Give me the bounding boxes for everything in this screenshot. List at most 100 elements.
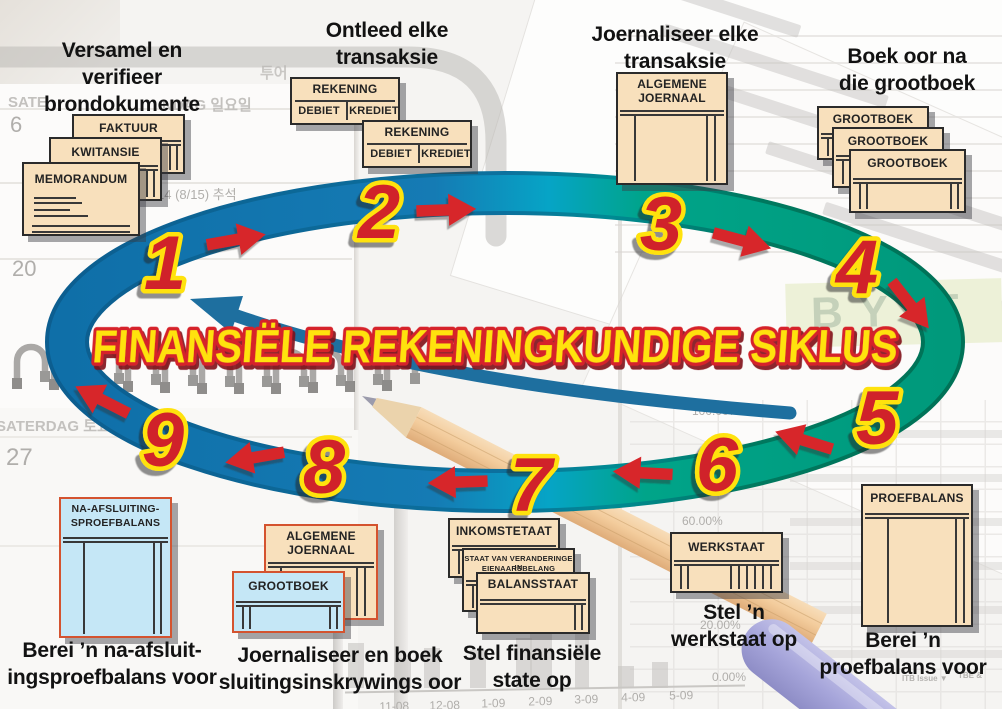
step-number-8: 8 bbox=[303, 425, 346, 510]
tablet-corner-edge bbox=[0, 46, 507, 247]
page-seam bbox=[394, 500, 408, 709]
step-number-2: 2 bbox=[356, 170, 400, 255]
step-numbers: 1 2 3 4 5 6 7 8 9 bbox=[137, 166, 904, 533]
label-line: Boek oor na bbox=[847, 45, 967, 68]
document-title: GROOTBOEK bbox=[847, 134, 929, 148]
document-title: FAKTUUR bbox=[99, 121, 158, 135]
step-number-4: 4 bbox=[834, 225, 878, 310]
document-title: SPROEFBALANS bbox=[70, 517, 161, 529]
label-line: state op bbox=[492, 668, 572, 692]
step-number-6: 6 bbox=[696, 423, 739, 508]
step-label-2: Ontleed elke transaksie bbox=[287, 18, 487, 72]
korean-note: 투어 bbox=[260, 65, 288, 82]
cycle-band bbox=[45, 171, 965, 513]
label-line: Stel finansiële bbox=[462, 642, 602, 665]
document-title: INKOMSTETAAT bbox=[456, 524, 552, 538]
fine-print-2: TBE & bbox=[958, 671, 982, 680]
label-line: Joernaliseer en boek bbox=[237, 644, 443, 667]
document-title: GROOTBOEK bbox=[248, 579, 329, 593]
label-line: werkstaat op bbox=[671, 627, 797, 651]
document-grootboek-3: GROOTBOEK bbox=[849, 149, 966, 213]
document-algemene-joernaal: ALGEMENE JOERNAAL bbox=[616, 72, 728, 185]
document-title: JOERNAAL bbox=[638, 91, 706, 105]
document-title: GROOTBOEK bbox=[832, 112, 914, 126]
step-label-9: Berei ’n na-afsluit- ingsproefbalans voo… bbox=[2, 638, 222, 692]
calendar-line bbox=[0, 108, 352, 110]
calendar-date-note: 14 (8/15) 추석 bbox=[157, 187, 237, 202]
document-title: MEMORANDUM bbox=[34, 172, 128, 186]
document-na-afsluitingsproefbalans: NA-AFSLUITING- SPROEFBALANS bbox=[59, 497, 172, 638]
percent-60: 60.00% bbox=[682, 514, 723, 528]
debit-label: DEBIET bbox=[298, 105, 340, 117]
step-label-8: Joernaliseer en boek sluitingsinskrywing… bbox=[210, 643, 470, 697]
label-line: Berei ’n bbox=[865, 629, 941, 652]
document-title: ALGEMENE bbox=[637, 77, 707, 91]
document-title: NA-AFSLUITING- bbox=[71, 503, 160, 515]
page-title: FINANSIËLE REKENINGKUNDIGE SIKLUS bbox=[91, 320, 900, 372]
calendar-date-20: 20 bbox=[12, 256, 37, 281]
document-title: REKENING bbox=[384, 125, 450, 139]
percent-0: 0.00% bbox=[712, 670, 747, 684]
page-seam bbox=[354, 84, 359, 430]
step-number-9: 9 bbox=[142, 398, 184, 483]
step-number-5: 5 bbox=[856, 376, 900, 461]
document-proefbalans: PROEFBALANS bbox=[861, 484, 973, 627]
calendar-date-27: 27 bbox=[6, 444, 33, 471]
document-balansstaat: BALANSSTAAT bbox=[476, 572, 590, 634]
step-number-7: 7 bbox=[510, 443, 556, 528]
step-label-4: Boek oor na die grootboek bbox=[812, 44, 1002, 98]
step-number-3: 3 bbox=[640, 182, 682, 267]
label-line: Versamel en bbox=[61, 39, 183, 62]
label-line: transaksie bbox=[624, 49, 726, 73]
percent-20: 20.00% bbox=[700, 618, 741, 632]
calendar-header-left: SATE bbox=[8, 94, 47, 111]
document-memorandum: MEMORANDUM bbox=[22, 162, 140, 236]
cycle-return-arrow bbox=[190, 296, 797, 420]
document-rekening-1: REKENING DEBIET KREDIET bbox=[290, 77, 400, 125]
label-line: Berei ’n na-afsluit- bbox=[22, 639, 202, 662]
calendar-line bbox=[0, 545, 352, 547]
step-label-1: Versamel en verifieer brondokumente bbox=[22, 38, 222, 119]
document-title: ALGEMENE bbox=[286, 529, 356, 543]
document-title: JOERNAAL bbox=[287, 543, 355, 557]
document-grootboek-closing: GROOTBOEK bbox=[232, 571, 345, 633]
credit-label: KREDIET bbox=[421, 148, 471, 160]
label-line: brondokumente bbox=[43, 92, 201, 116]
document-title: REKENING bbox=[312, 82, 378, 96]
step-number-1: 1 bbox=[144, 221, 186, 306]
step-label-3: Joernaliseer elke transaksie bbox=[570, 22, 780, 76]
step-label-6: Stel ’n werkstaat op bbox=[649, 600, 819, 654]
cycle-band-fill bbox=[49, 175, 961, 509]
calendar-saturday: SATERDAG 토요일 bbox=[0, 418, 125, 435]
calendar-date-6: 6 bbox=[10, 112, 23, 137]
title-group: FINANSIËLE REKENINGKUNDIGE SIKLUS bbox=[87, 317, 903, 376]
step-label-7: Stel finansiële state op bbox=[437, 641, 627, 695]
label-line: Ontleed elke bbox=[325, 19, 449, 42]
credit-label: KREDIET bbox=[349, 105, 399, 117]
document-title: BALANSSTAAT bbox=[487, 577, 579, 591]
document-title: STAAT VAN VERANDERINGE IN bbox=[464, 554, 573, 572]
step-label-5: Berei ’n proefbalans voor bbox=[803, 628, 1002, 682]
document-rekening-2: REKENING DEBIET KREDIET bbox=[362, 120, 472, 168]
label-line: proefbalans voor bbox=[819, 655, 987, 679]
document-title: PROEFBALANS bbox=[870, 491, 964, 505]
document-title: KWITANSIE bbox=[71, 145, 140, 159]
label-line: sluitingsinskrywings oor bbox=[218, 670, 462, 694]
debit-label: DEBIET bbox=[370, 148, 412, 160]
fine-print-1: ITB Issue ▼ bbox=[902, 674, 948, 683]
label-line: ingsproefbalans voor bbox=[7, 665, 217, 689]
label-line: verifieer bbox=[82, 65, 162, 89]
document-title: WERKSTAAT bbox=[688, 540, 765, 554]
calendar-header-right: NDAG 일요일 bbox=[162, 97, 252, 114]
document-title: GROOTBOEK bbox=[867, 156, 948, 170]
page-seam bbox=[618, 160, 622, 709]
label-line: transaksie bbox=[336, 45, 438, 69]
document-werkstaat: WERKSTAAT bbox=[670, 532, 783, 593]
calendar-line bbox=[0, 182, 352, 184]
label-line: Stel ’n bbox=[703, 601, 765, 624]
label-line: die grootboek bbox=[838, 71, 976, 95]
label-line: Joernaliseer elke bbox=[591, 23, 759, 46]
